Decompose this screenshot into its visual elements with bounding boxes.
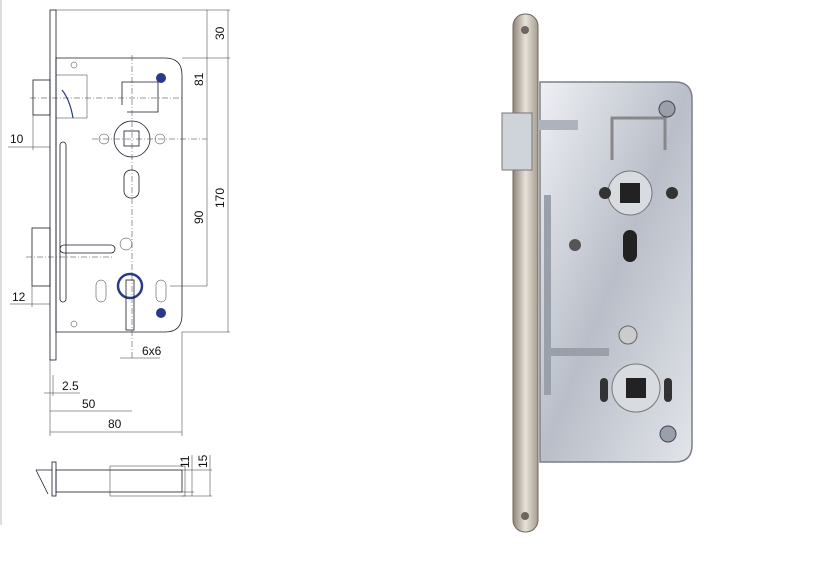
dim-30: 30: [213, 26, 227, 40]
dim-10: 10: [10, 132, 24, 146]
dim-50: 50: [82, 397, 96, 411]
dim-81: 81: [192, 72, 206, 86]
dim-170: 170: [213, 188, 227, 208]
dim-6x6: 6x6: [142, 344, 162, 358]
screw: [156, 73, 166, 83]
side-view: [35, 455, 212, 497]
faceplate: [49, 9, 57, 361]
dim-2-5: 2.5: [62, 379, 79, 393]
thumbturn-hub: [116, 272, 144, 300]
dim-90: 90: [192, 210, 206, 224]
latch: [32, 79, 51, 116]
screw: [156, 308, 166, 318]
dim-80: 80: [108, 417, 122, 431]
dim-12: 12: [12, 290, 26, 304]
lock-case: [55, 57, 183, 333]
dim-11: 11: [178, 455, 192, 468]
lock-photo: [501, 13, 693, 533]
dim-15: 15: [196, 454, 210, 468]
